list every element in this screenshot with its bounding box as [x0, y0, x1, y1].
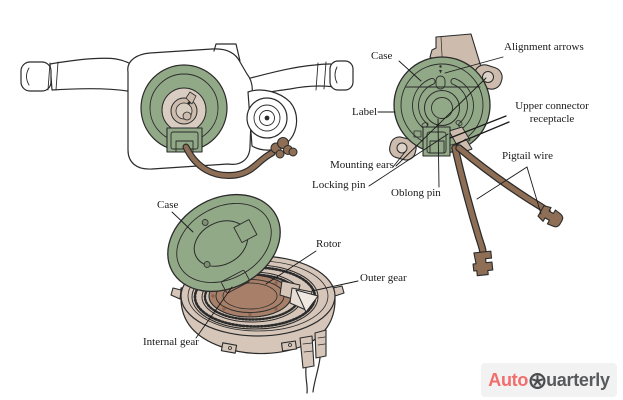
annotation-upper-connector-receptacle: Upper connector receptacle — [515, 100, 589, 125]
case-lid-part — [167, 193, 281, 294]
annotation-label: Label — [352, 106, 378, 118]
annotation-rotor: Rotor — [316, 238, 342, 250]
leader-lines — [171, 56, 542, 339]
logo-text-auto: Auto — [488, 369, 529, 390]
clockspring-front-illustration — [389, 33, 564, 277]
exploded-view-illustration — [167, 193, 345, 394]
pigtail-wires — [451, 144, 564, 277]
pigtail-wire-installed — [182, 137, 298, 180]
autoquarterly-logo: Auto uarterly — [481, 363, 617, 397]
wire-connector-right — [537, 205, 564, 228]
wheel-icon — [529, 372, 546, 389]
logo-text-uarterly: uarterly — [546, 369, 610, 390]
steering-column-illustration — [20, 43, 354, 180]
annotation-pigtail-wire: Pigtail wire — [502, 150, 554, 162]
annotation-case-front: Case — [371, 50, 393, 62]
annotation-internal-gear: Internal gear — [143, 336, 199, 348]
annotation-locking-pin: Locking pin — [312, 179, 366, 191]
annotation-alignment-arrows: Alignment arrows — [504, 41, 584, 53]
annotation-outer-gear: Outer gear — [360, 272, 407, 284]
annotation-case-exploded: Case — [157, 199, 179, 211]
annotation-mounting-ears: Mounting ears — [330, 159, 394, 171]
wire-connector-down — [472, 250, 494, 277]
annotation-oblong-pin: Oblong pin — [391, 187, 441, 199]
